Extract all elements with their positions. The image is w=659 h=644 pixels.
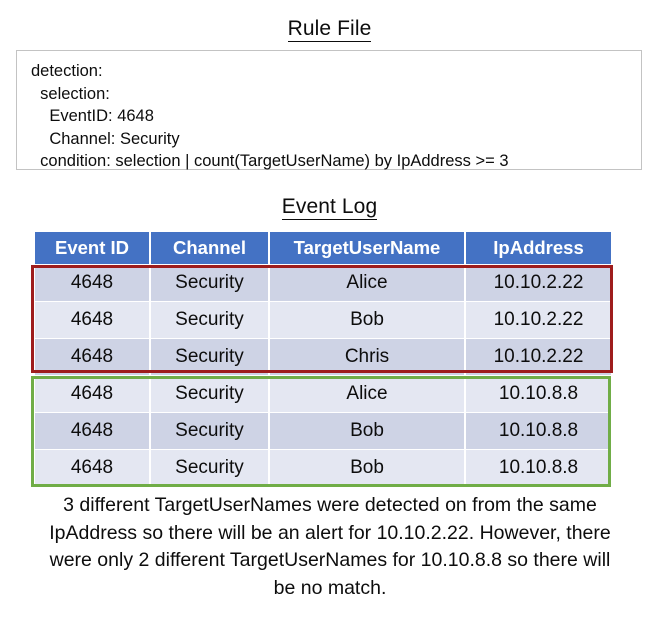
table-row: 4648 Security Bob 10.10.8.8 <box>35 413 611 449</box>
cell-ip-address: 10.10.2.22 <box>466 302 611 338</box>
column-header-event-id: Event ID <box>35 232 149 264</box>
table-header: Event ID Channel TargetUserName IpAddres… <box>35 232 611 264</box>
column-header-ip-address: IpAddress <box>466 232 611 264</box>
rule-file-title-text: Rule File <box>287 17 372 42</box>
rule-file-box: detection: selection: EventID: 4648 Chan… <box>16 50 642 170</box>
explanation-caption: 3 different TargetUserNames were detecte… <box>49 494 611 599</box>
cell-ip-address: 10.10.8.8 <box>466 413 611 449</box>
cell-ip-address: 10.10.2.22 <box>466 339 611 375</box>
table-body: 4648 Security Alice 10.10.2.22 4648 Secu… <box>35 265 611 486</box>
cell-event-id: 4648 <box>35 376 149 412</box>
cell-event-id: 4648 <box>35 265 149 301</box>
table-row: 4648 Security Alice 10.10.2.22 <box>35 265 611 301</box>
cell-target-user-name: Bob <box>270 302 464 338</box>
cell-channel: Security <box>151 339 268 375</box>
column-header-channel: Channel <box>151 232 268 264</box>
cell-ip-address: 10.10.8.8 <box>466 376 611 412</box>
table-row: 4648 Security Alice 10.10.8.8 <box>35 376 611 412</box>
event-log-title-text: Event Log <box>281 195 378 220</box>
column-header-target-user-name: TargetUserName <box>270 232 464 264</box>
cell-ip-address: 10.10.8.8 <box>466 450 611 486</box>
cell-target-user-name: Bob <box>270 450 464 486</box>
cell-target-user-name: Alice <box>270 265 464 301</box>
cell-event-id: 4648 <box>35 450 149 486</box>
event-log-table-wrapper: Event ID Channel TargetUserName IpAddres… <box>33 231 611 487</box>
cell-channel: Security <box>151 450 268 486</box>
cell-channel: Security <box>151 376 268 412</box>
cell-event-id: 4648 <box>35 302 149 338</box>
event-log-table: Event ID Channel TargetUserName IpAddres… <box>33 231 613 487</box>
table-row: 4648 Security Bob 10.10.2.22 <box>35 302 611 338</box>
event-log-title: Event Log <box>0 194 659 220</box>
cell-channel: Security <box>151 265 268 301</box>
table-row: 4648 Security Chris 10.10.2.22 <box>35 339 611 375</box>
rule-file-code: detection: selection: EventID: 4648 Chan… <box>31 62 509 171</box>
table-row: 4648 Security Bob 10.10.8.8 <box>35 450 611 486</box>
cell-ip-address: 10.10.2.22 <box>466 265 611 301</box>
cell-target-user-name: Chris <box>270 339 464 375</box>
table-header-row: Event ID Channel TargetUserName IpAddres… <box>35 232 611 264</box>
cell-channel: Security <box>151 413 268 449</box>
cell-target-user-name: Bob <box>270 413 464 449</box>
cell-event-id: 4648 <box>35 413 149 449</box>
cell-event-id: 4648 <box>35 339 149 375</box>
cell-target-user-name: Alice <box>270 376 464 412</box>
rule-file-title: Rule File <box>0 16 659 42</box>
cell-channel: Security <box>151 302 268 338</box>
